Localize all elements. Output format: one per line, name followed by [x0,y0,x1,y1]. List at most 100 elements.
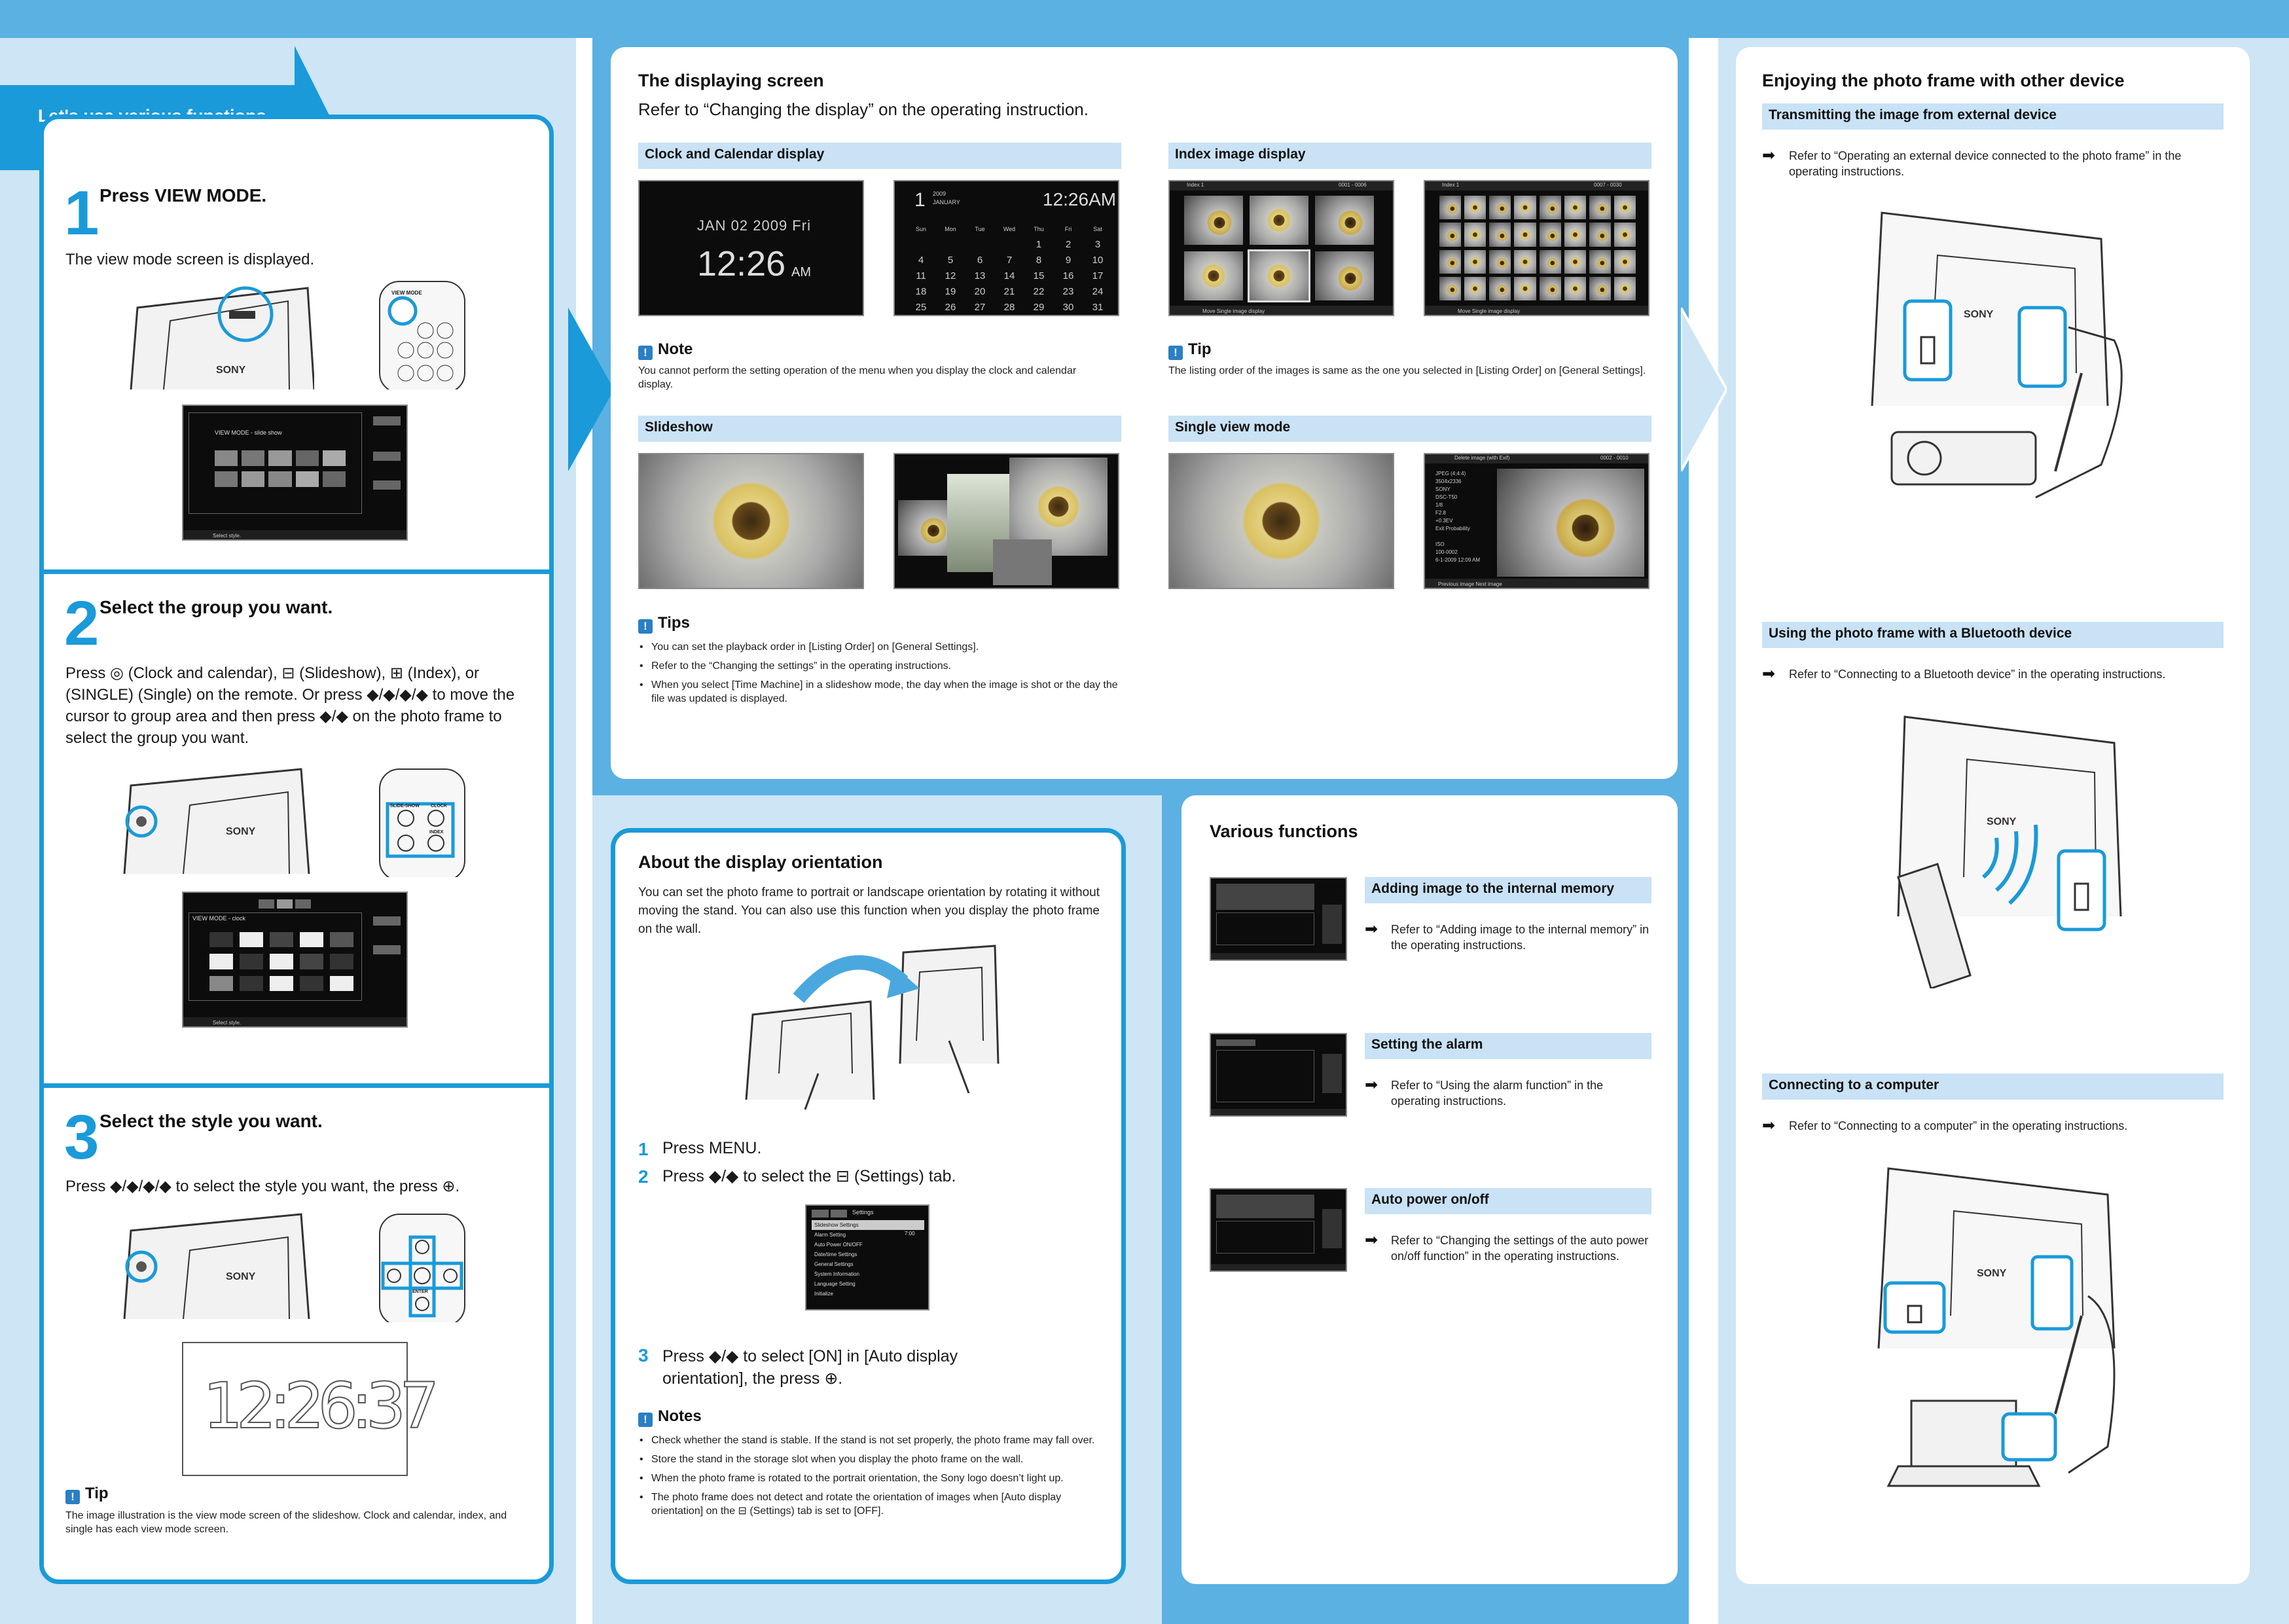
reference-text: Refer to “Operating an external device c… [1789,149,2182,178]
calendar-cell: 6 [977,255,983,266]
menu-item[interactable]: Language Setting [814,1281,856,1287]
displaying-panel [611,47,1678,779]
step-number: 3 [638,1345,649,1365]
calendar-cell: Tue [975,226,985,232]
slideshow-collage [893,453,1119,589]
panel-title: Enjoying the photo frame with other devi… [1762,71,2125,90]
calendar-cell: 22 [1033,286,1045,297]
menu-item[interactable]: Auto Power ON/OFF [814,1242,863,1248]
index-thumbnail [1489,196,1511,220]
calendar-cell: 26 [945,302,956,313]
screen-footer: Select style. [213,533,242,539]
calendar-cell: 15 [1033,270,1045,281]
index-thumbnail [1539,249,1561,274]
section-header: Using the photo frame with a Bluetooth d… [1762,622,2224,648]
calendar-cell [996,239,1022,250]
exif-line: JPEG (4:4:4) [1435,471,1466,477]
calendar-cell: 24 [1092,286,1104,297]
tips-list: You can set the playback order in [Listi… [638,640,1123,711]
index-thumbnail [1514,276,1536,300]
clock-display: 12:26:37 [182,1342,440,1476]
index-thumbs [1184,196,1374,302]
calendar-cell: 23 [1062,286,1074,297]
index-thumbnail [1589,249,1611,274]
photo-frame-illustration: SONY [118,281,315,390]
remote-label: INDEX [429,830,444,835]
arrow-right-icon: ➡ [1365,920,1379,938]
index-thumbnail [1439,223,1462,247]
menu-item[interactable]: Initialize [814,1291,833,1297]
single-image [1497,469,1644,577]
index-thumbnail [1613,276,1636,300]
flow-arrow [568,308,614,471]
index-thumbnail [1489,276,1511,300]
menu-item[interactable]: General Settings [814,1261,854,1267]
menu-item[interactable]: Slideshow Settings [812,1220,924,1230]
calendar-cell [937,239,964,250]
menu-item[interactable]: Alarm Setting [814,1232,846,1238]
index-thumbnail [1613,196,1636,220]
calendar-cell: 20 [974,286,986,297]
calendar-cell: 30 [1062,302,1074,313]
section-header: Connecting to a computer [1762,1074,2224,1100]
panel-title: The displaying screen [638,71,824,90]
calendar-cell: Sat [1093,226,1102,232]
calendar-cell: 29 [1033,302,1045,313]
index-thumbnail [1514,249,1536,274]
calendar-cell: Thu [1034,226,1044,232]
calendar-cell [908,239,934,250]
index-thumbnail [1539,223,1561,247]
calendar-cell: 16 [1062,270,1074,281]
gutter [576,38,592,1624]
section-header: Transmitting the image from external dev… [1762,103,2224,130]
step-number: 1 [64,178,99,248]
tip-heading: !Tip [65,1485,109,1504]
step-number: 2 [638,1166,649,1187]
index-footer: Move Single image display [1202,308,1265,314]
index-thumbnail [1564,223,1586,247]
calendar-cell: 21 [1003,286,1015,297]
exif-line: 1/8 [1435,502,1443,508]
index-count: 0001 - 0006 [1339,182,1367,188]
remote-control-illustration: VIEW MODE [373,278,471,393]
calendar-cell: 28 [1003,302,1015,313]
note-text: You cannot perform the setting operation… [638,365,1077,390]
clock-screen: JAN 02 2009 Fri 12:26 AM [638,180,864,316]
top-color-bar [0,0,2289,38]
menu-item[interactable]: System Information [814,1271,859,1277]
step-text: Press ◎ (Clock and calendar), ⊟ (Slidesh… [65,664,515,747]
arrow-right-icon: ➡ [1365,1231,1379,1249]
index-thumbnail [1589,223,1611,247]
notes-list: Check whether the stand is stable. If th… [638,1434,1103,1523]
menu-item[interactable]: Date/time Settings [814,1252,857,1257]
calendar-cell: 12 [945,270,956,281]
clock-digits: 12:26:37 [202,1369,440,1443]
notes-heading: !Notes [638,1407,702,1427]
section-header: Adding image to the internal memory [1365,877,1651,903]
svg-text:SONY: SONY [226,1271,256,1282]
reference-text: Refer to “Connecting to a computer” in t… [1789,1119,2128,1132]
step-number: 2 [64,588,99,659]
remote-control-illustration: ENTER [373,1211,471,1326]
cal-day: 1 [914,189,926,211]
panel-title: About the display orientation [638,852,883,872]
reference-text: Refer to “Using the alarm function” in t… [1391,1079,1604,1108]
calendar-cell: Wed [1003,226,1016,232]
step-title: Select the group you want. [99,597,333,617]
arrow-right-icon: ➡ [1365,1076,1379,1094]
index-thumbs [1439,196,1636,300]
index-thumbnail [1439,276,1462,300]
rotation-illustration [740,943,1015,1113]
calendar-cell: 1 [1036,239,1042,250]
arrow-right-icon: ➡ [1762,1117,1776,1134]
tip-icon: ! [1168,346,1183,360]
index-count: 0007 - 0030 [1594,182,1622,188]
single-photo [1168,453,1394,589]
photo-frame-illustration: SONY [118,1211,314,1322]
calendar-cell: 9 [1065,255,1072,266]
remote-label: VIEW MODE [391,290,422,296]
list-item: You can set the playback order in [Listi… [638,640,1123,654]
